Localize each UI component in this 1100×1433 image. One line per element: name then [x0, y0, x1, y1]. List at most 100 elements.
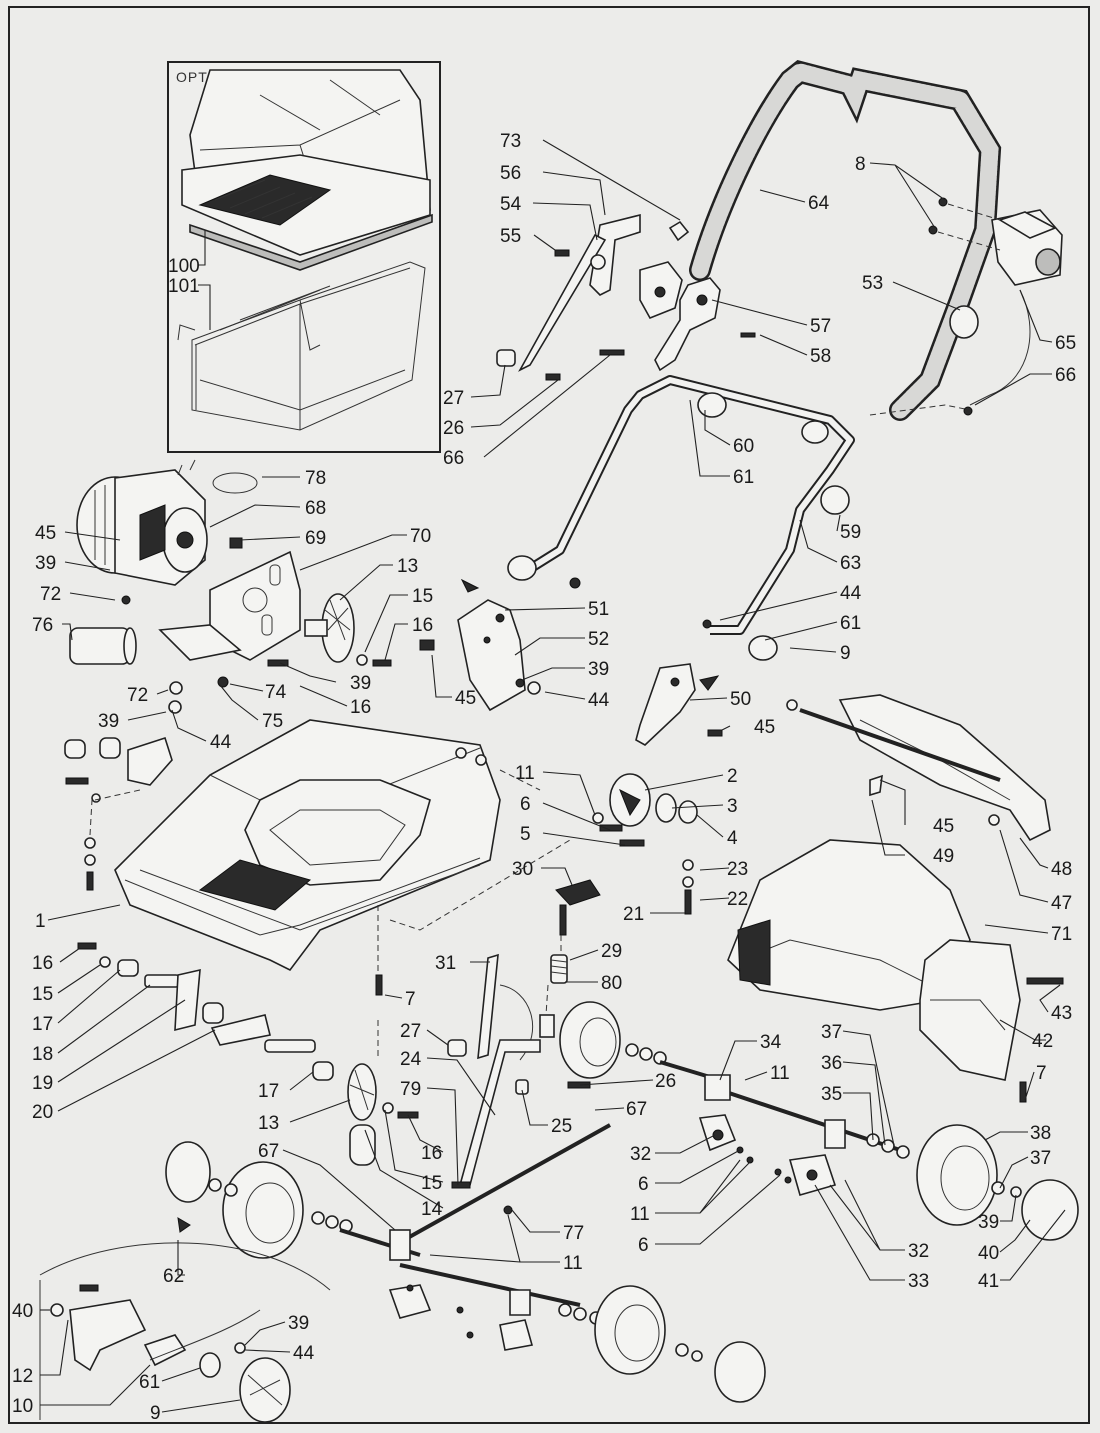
callout: 32 [908, 1241, 929, 1262]
callout: 37 [1030, 1148, 1051, 1169]
callout: 21 [623, 904, 644, 925]
callout: 13 [258, 1113, 279, 1134]
height-adjuster [447, 953, 591, 1189]
callout: 66 [443, 448, 464, 469]
callout: 69 [305, 528, 326, 549]
callout: 44 [293, 1343, 315, 1364]
callout: 43 [1051, 1003, 1072, 1024]
height-adjust-plates [419, 578, 723, 746]
callout: 15 [412, 586, 433, 607]
handle-assembly [689, 59, 1063, 421]
callout: 63 [840, 553, 861, 574]
callout: 61 [733, 467, 754, 488]
callout: 100 [168, 256, 200, 277]
callout: 39 [35, 553, 56, 574]
lower-handle [507, 375, 855, 661]
callout: 45 [455, 688, 476, 709]
callout: 5 [520, 824, 531, 845]
callout: 53 [862, 273, 883, 294]
callout: 71 [1051, 924, 1072, 945]
callout: 59 [840, 522, 861, 543]
callout: 45 [754, 717, 775, 738]
callout: 48 [1051, 859, 1072, 880]
callout: 6 [520, 794, 531, 815]
callout: 17 [258, 1081, 279, 1102]
callout: 76 [32, 615, 53, 636]
callout: 34 [760, 1032, 782, 1053]
callout: 3 [727, 796, 738, 817]
callout: 57 [810, 316, 831, 337]
callout: 44 [210, 732, 232, 753]
callout: 47 [1051, 893, 1072, 914]
callout: 14 [421, 1199, 443, 1220]
callout: 72 [127, 685, 148, 706]
callout: 12 [12, 1366, 33, 1387]
callout: 52 [588, 629, 609, 650]
callout: 1 [35, 911, 46, 932]
callout: 54 [500, 194, 522, 215]
callout: 67 [258, 1141, 279, 1162]
detail-62 [39, 1217, 331, 1423]
deck-housing [64, 719, 571, 996]
callout-numbers: 73 56 54 55 64 8 53 57 58 65 66 27 26 66… [12, 131, 1076, 1424]
callout: 55 [500, 226, 521, 247]
callout: 35 [821, 1084, 842, 1105]
callout: 72 [40, 584, 61, 605]
callout: 36 [821, 1053, 842, 1074]
callout: 15 [421, 1173, 442, 1194]
callout: 39 [288, 1313, 309, 1334]
lever-assembly [496, 213, 756, 381]
callout: 20 [32, 1102, 53, 1123]
callout: 58 [810, 346, 831, 367]
callout: 15 [32, 984, 53, 1005]
callout: 50 [730, 689, 751, 710]
callout: 6 [638, 1235, 649, 1256]
callout: 38 [1030, 1123, 1051, 1144]
callout: 18 [32, 1044, 53, 1065]
optional-inset: OPTIONAL [167, 61, 441, 453]
callout: 45 [35, 523, 56, 544]
callout: 11 [563, 1253, 583, 1274]
drawing-frame [8, 6, 1090, 1424]
callout: 16 [32, 953, 53, 974]
callout: 44 [840, 583, 862, 604]
wheels-axles [165, 1001, 1079, 1403]
callout: 27 [443, 388, 464, 409]
callout: 56 [500, 163, 521, 184]
callout: 49 [933, 846, 954, 867]
callout: 39 [588, 659, 609, 680]
callout: 44 [588, 690, 610, 711]
callout: 9 [150, 1403, 161, 1424]
callout: 33 [908, 1271, 929, 1292]
callout: 10 [12, 1396, 33, 1417]
callout: 78 [305, 468, 326, 489]
motor-assembly [69, 459, 301, 714]
callout: 45 [933, 816, 954, 837]
callout: 64 [808, 193, 830, 214]
callout: 32 [630, 1144, 651, 1165]
callout: 66 [1055, 365, 1076, 386]
callout: 40 [978, 1243, 999, 1264]
callout: 4 [727, 828, 738, 849]
callout: 6 [638, 1174, 649, 1195]
callout: 39 [350, 673, 371, 694]
center-parts [539, 773, 698, 1038]
callout: 11 [515, 763, 535, 784]
callout: 11 [630, 1204, 650, 1225]
callout: 60 [733, 436, 754, 457]
callout: 30 [512, 859, 533, 880]
callout: 37 [821, 1022, 842, 1043]
callout: 16 [350, 697, 371, 718]
callout: 51 [588, 599, 609, 620]
callout: 74 [265, 682, 287, 703]
callout: 16 [421, 1143, 442, 1164]
callout: 67 [626, 1099, 647, 1120]
callout: 39 [978, 1212, 999, 1233]
callout: 79 [400, 1079, 421, 1100]
callout: 80 [601, 973, 622, 994]
callout: 9 [840, 643, 851, 664]
callout: 73 [500, 131, 521, 152]
callout: 40 [12, 1301, 33, 1322]
callout: 70 [410, 526, 431, 547]
